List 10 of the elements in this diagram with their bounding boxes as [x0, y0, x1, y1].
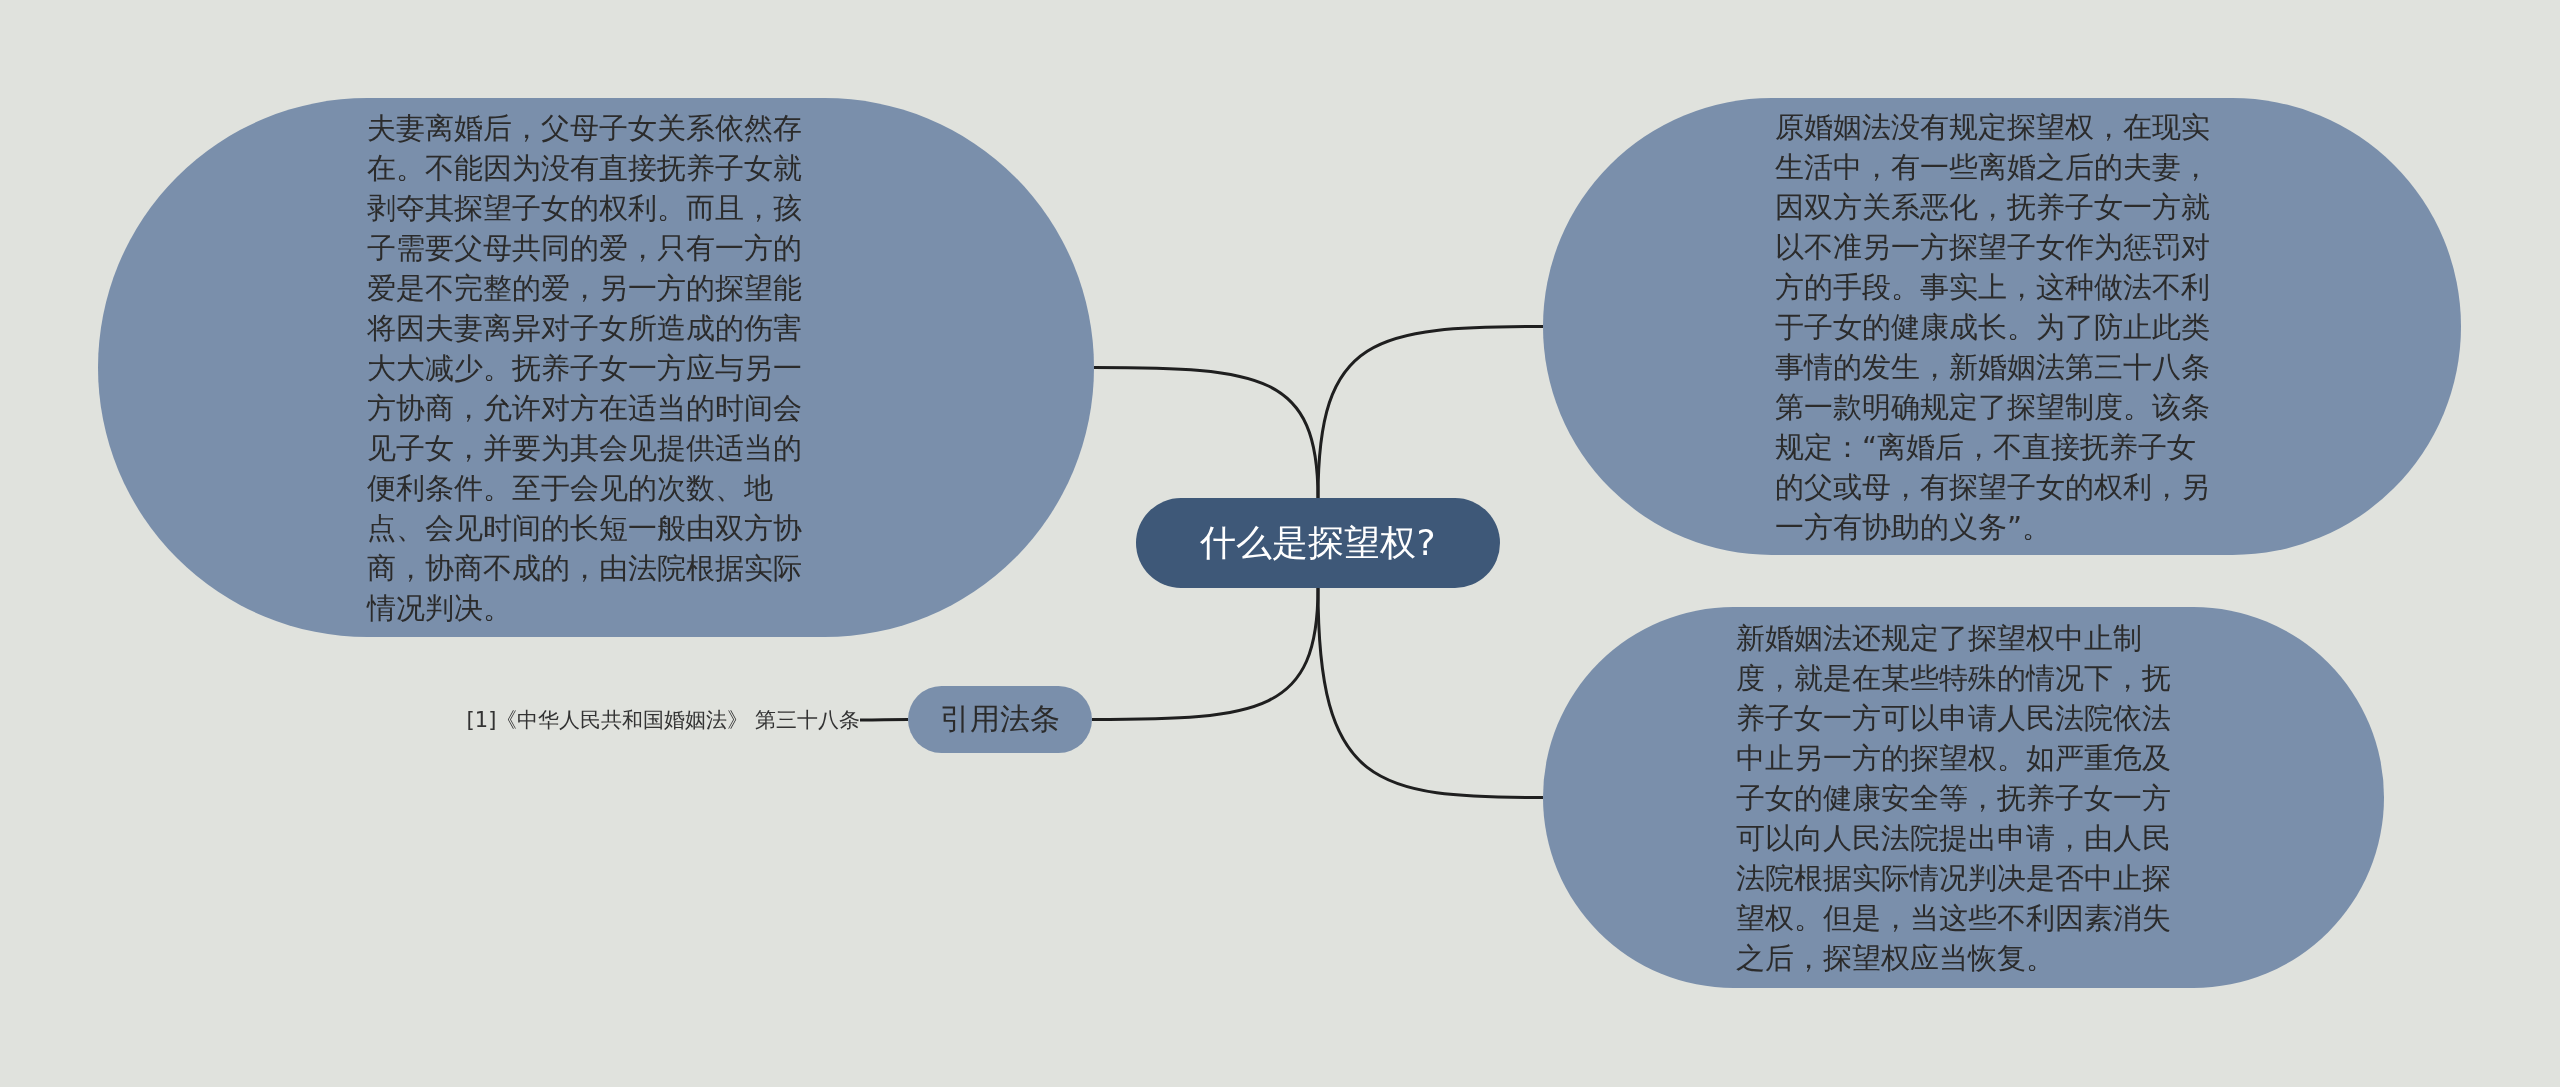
connector-line	[1316, 325, 1543, 499]
topic-node: 什么是探望权?	[1136, 498, 1500, 588]
topic-node: 新婚姻法还规定了探望权中止制度，就是在某些特殊的情况下，抚养子女一方可以申请人民法院依法中止另一方的探望权。如严重危及子女的健康安全等，抚养子女一方可以向人民法院提出申请，由人民法院根据实际情况判决是否中止探望权。但是，当这些不利因素消失之后，探望权应当恢复。	[1543, 607, 2384, 988]
connector-line	[1094, 366, 1320, 499]
topic-node: 原婚姻法没有规定探望权，在现实生活中，有一些离婚之后的夫妻，因双方关系恶化，抚养子女一方就以不准另一方探望子女作为惩罚对方的手段。事实上，这种做法不利于子女的健康成长。为了防止此类事情的发生，新婚姻法第三十八条第一款明确规定了探望制度。该条规定：“离婚后，不直接抚养子女的父或母，有探望子女的权利，另一方有协助的义务”。	[1543, 98, 2461, 555]
connector-line	[1092, 587, 1320, 721]
citation-text: [1]《中华人民共和国婚姻法》 第三十八条	[420, 700, 860, 740]
topic-node: 夫妻离婚后，父母子女关系依然存在。不能因为没有直接抚养子女就剥夺其探望子女的权利。而且，孩子需要父母共同的爱，只有一方的爱是不完整的爱，另一方的探望能将因夫妻离异对子女所造成的伤害大大减少。抚养子女一方应与另一方协商，允许对方在适当的时间会见子女，并要为其会见提供适当的便利条件。至于会见的次数、地点、会见时间的长短一般由双方协商，协商不成的，由法院根据实际情况判决。	[98, 98, 1094, 637]
connector-line	[1316, 587, 1543, 799]
topic-node: 引用法条	[908, 686, 1092, 753]
